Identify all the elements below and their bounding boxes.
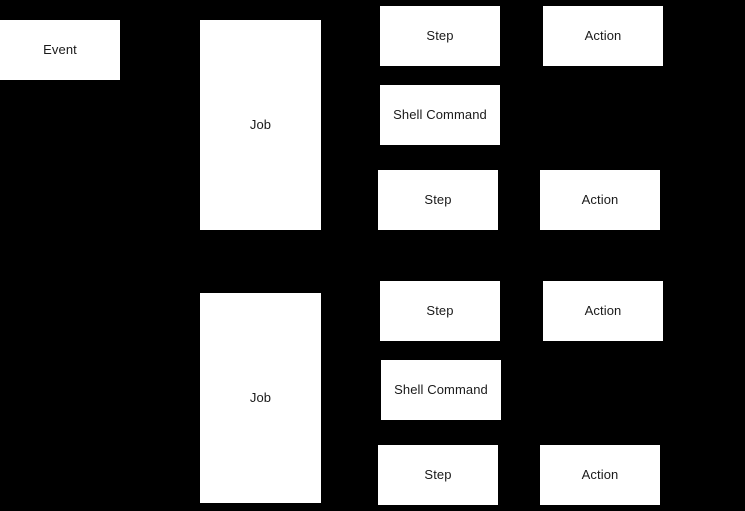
node-event-label: Event — [43, 42, 77, 58]
node-step-2[interactable]: Step — [378, 170, 498, 230]
node-action-1-label: Action — [584, 28, 622, 44]
node-job-2[interactable]: Job — [200, 293, 321, 503]
node-action-4-label: Action — [581, 467, 619, 483]
node-action-1[interactable]: Action — [543, 6, 663, 66]
node-event[interactable]: Event — [0, 20, 120, 80]
node-step-4-label: Step — [424, 467, 452, 483]
node-action-3-label: Action — [584, 303, 622, 319]
node-action-2-label: Action — [581, 192, 619, 208]
node-action-3[interactable]: Action — [543, 281, 663, 341]
node-step-4[interactable]: Step — [378, 445, 498, 505]
node-step-3[interactable]: Step — [380, 281, 500, 341]
node-shell-command-1-label: Shell Command — [393, 107, 487, 123]
node-job-1-label: Job — [249, 117, 272, 133]
node-job-1[interactable]: Job — [200, 20, 321, 230]
node-shell-command-1[interactable]: Shell Command — [380, 85, 500, 145]
node-job-2-label: Job — [249, 390, 272, 406]
node-action-2[interactable]: Action — [540, 170, 660, 230]
node-step-1-label: Step — [426, 28, 454, 44]
node-shell-command-2[interactable]: Shell Command — [381, 360, 501, 420]
node-step-1[interactable]: Step — [380, 6, 500, 66]
node-step-2-label: Step — [424, 192, 452, 208]
node-action-4[interactable]: Action — [540, 445, 660, 505]
node-shell-command-2-label: Shell Command — [394, 382, 488, 398]
node-step-3-label: Step — [426, 303, 454, 319]
